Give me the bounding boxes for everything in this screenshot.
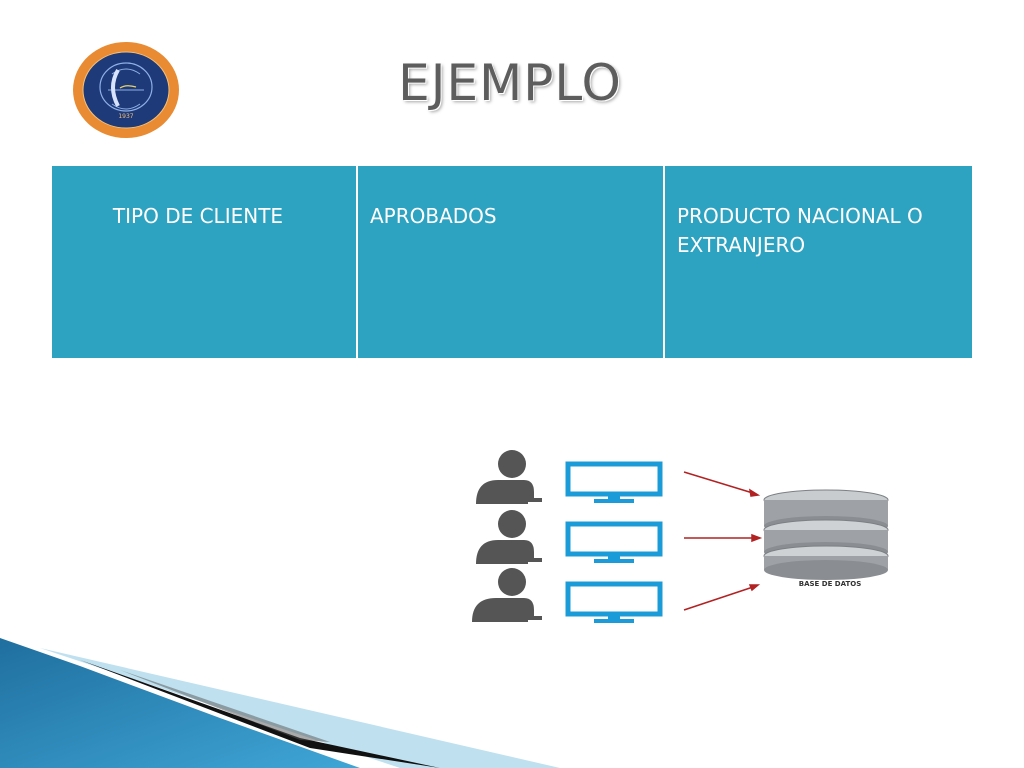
client-database-diagram: BASE DE DATOS [472, 450, 889, 623]
user-icon [476, 510, 542, 564]
header-cell-producto: PRODUCTO NACIONAL O EXTRANJERO [677, 204, 923, 257]
monitor-icon [565, 521, 663, 563]
footer-swoosh [0, 638, 560, 768]
monitor-icon [565, 581, 663, 623]
monitor-icon [565, 461, 663, 503]
header-cell-aprobados: APROBADOS [358, 166, 665, 358]
user-icon [472, 568, 542, 622]
user-icon [476, 450, 542, 504]
database-label: BASE DE DATOS [799, 580, 862, 588]
header-table: TIPO DE CLIENTE APROBADOS PRODUCTO NACIO… [52, 166, 972, 358]
faculty-seal-icon: 1937 [73, 42, 179, 138]
header-cell-tipo-cliente: TIPO DE CLIENTE [52, 166, 358, 358]
database-icon [763, 489, 889, 580]
slide-title: EJEMPLO [398, 54, 622, 112]
connection-arrows [683, 471, 763, 611]
logo-year: 1937 [118, 113, 133, 120]
